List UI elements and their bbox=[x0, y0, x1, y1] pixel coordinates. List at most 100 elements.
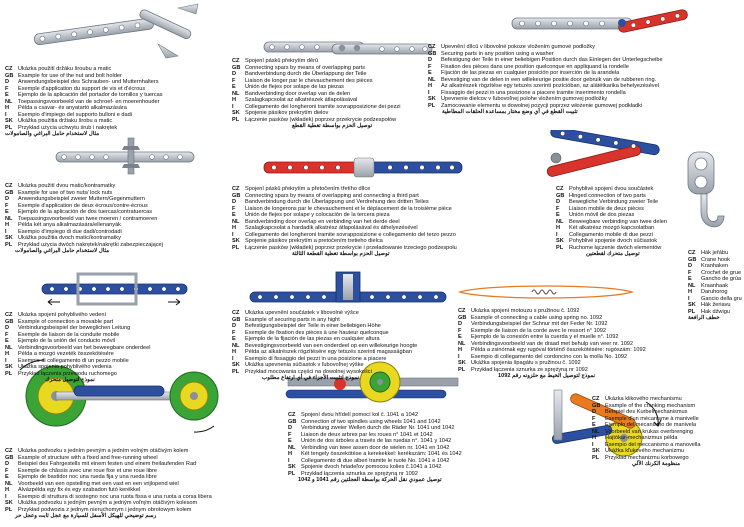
lang-code: SK bbox=[458, 360, 466, 367]
lang-code: PL bbox=[5, 506, 13, 513]
lang-code: SK bbox=[5, 235, 13, 242]
lang-code: F bbox=[232, 205, 236, 212]
arabic-caption: تثبيت القطع في أي وضع مختار بمساعدة الحل… bbox=[442, 109, 578, 116]
caption-line: Example for use of the nut and bolt hold… bbox=[18, 72, 122, 79]
lang-code: E bbox=[5, 474, 9, 481]
caption-line: Przykład mocowania części na dowolnej wy… bbox=[245, 368, 372, 375]
caption-line: Liaison de deux arbres par les roues n° … bbox=[301, 431, 433, 438]
lang-code: SK bbox=[5, 118, 13, 125]
caption-line: Gancho de grúa bbox=[701, 276, 742, 283]
lang-code: D bbox=[232, 71, 237, 78]
caption-line: Example for use of two nuts/ lock nuts bbox=[18, 189, 113, 196]
caption-line: Pohyblivé spojení dvou součástek bbox=[569, 186, 654, 192]
lang-code: GB bbox=[232, 192, 241, 199]
caption-line: Voorbeeld van krukas overbrenging bbox=[605, 428, 694, 435]
lang-code: CZ bbox=[5, 66, 13, 72]
caption-line: Esempio d'impiego di due dadi/controdadi bbox=[18, 228, 122, 235]
lang-code: SK bbox=[592, 448, 600, 455]
lang-code: PL bbox=[688, 308, 696, 315]
lang-code: PL bbox=[458, 366, 466, 373]
lang-code: CZ bbox=[232, 186, 240, 192]
caption-line: Beispiel des Fahrgestells mit einem fest… bbox=[18, 461, 197, 468]
lang-code: PL bbox=[5, 241, 13, 248]
lang-code: D bbox=[556, 199, 561, 206]
caption-line: Verbindingsvoorbeeld van de draad met be… bbox=[471, 340, 634, 347]
lang-code: NL bbox=[556, 218, 564, 225]
caption-line: Liaison de longerons par le chevauchemen… bbox=[245, 205, 452, 212]
caption-line: Collegamento dei longheroni tramite sovr… bbox=[245, 103, 401, 110]
caption-line: Zamocowanie elementu w dowolnej pozycji … bbox=[441, 102, 643, 109]
lang-code: NL bbox=[428, 76, 436, 83]
lang-code: NL bbox=[5, 344, 13, 351]
caption-line: Verbindingsvoorbeeld van het beweegbare … bbox=[18, 344, 151, 351]
caption-line: Przykład podwozia z jednym nieruchomym i… bbox=[18, 506, 192, 513]
crane-hook-illustration bbox=[687, 151, 725, 228]
caption-line: Unión de flejes por solape de las piezas bbox=[245, 84, 344, 91]
caption-line: Bevestigingsvoorbeeld van een onderdeel … bbox=[245, 342, 418, 349]
lang-code: E bbox=[428, 70, 432, 77]
caption-line: Unión de flejes por solape y colocación … bbox=[245, 212, 390, 219]
caption-line: Łączenie pasków (wkładek) poprzez przekr… bbox=[245, 244, 457, 251]
lang-code: E bbox=[232, 212, 236, 219]
caption-line: Connecting spars by means of overlapping… bbox=[245, 64, 366, 71]
caption-line: Ukážka použitia dvoch matic/kontramatky bbox=[18, 235, 121, 242]
lang-code: GB bbox=[5, 318, 14, 325]
lang-code: D bbox=[458, 321, 463, 328]
caption-line: Ukázka použití dvou matic/kontramatky bbox=[18, 183, 116, 189]
caption-line: Ruchome łączenie dwóch elementów bbox=[569, 244, 662, 251]
arabic-caption: مثال لاستخدام حامل البراغي والصامولات bbox=[15, 248, 110, 255]
lang-code: PL bbox=[5, 124, 13, 131]
lang-code: PL bbox=[232, 244, 240, 251]
caption-line: Hák žeriavu bbox=[701, 302, 731, 309]
caption-line: Exemple de liaison de la corde avec le r… bbox=[471, 327, 607, 334]
lang-code: D bbox=[5, 461, 10, 468]
caption-line: Hák jeřábu bbox=[701, 250, 729, 256]
lang-code: F bbox=[5, 202, 9, 209]
lang-code: CZ bbox=[458, 308, 466, 314]
lang-code: I bbox=[232, 103, 234, 110]
arabic-caption: توصيل عمودي نقل الحركة بواسطة العجلتين ر… bbox=[298, 477, 442, 484]
lang-code: I bbox=[688, 295, 690, 302]
lang-code: D bbox=[288, 425, 293, 432]
caption-line: Example of connecting a cable using spri… bbox=[471, 314, 603, 321]
hinged-connection-illustration bbox=[546, 130, 660, 177]
caption-line: Ukázka spojení motouzu s pružinou č. 109… bbox=[471, 308, 580, 314]
lang-code: CZ bbox=[428, 44, 436, 50]
lang-code: GB bbox=[5, 189, 14, 196]
arabic-caption: منظومة الكرنك الآلي bbox=[632, 461, 681, 468]
caption-line: Crane hook bbox=[701, 256, 730, 263]
caption-line: Bandverbindung durch die Überlappung der… bbox=[245, 71, 367, 78]
caption-line: Hak dźwigu bbox=[701, 308, 730, 315]
lang-code: NL bbox=[5, 98, 13, 105]
lang-code: SK bbox=[428, 96, 436, 103]
lang-code: CZ bbox=[556, 186, 564, 192]
lang-code: F bbox=[5, 331, 9, 338]
caption-line: Upevnenie dielcov v ľubovoľnej polohe vl… bbox=[441, 96, 608, 103]
lang-code: SK bbox=[232, 362, 240, 369]
caption-line: Ukážka spojenia špagátu s pružinou č. 10… bbox=[471, 360, 581, 367]
lang-code: H bbox=[5, 487, 10, 494]
arabic-caption: توصيل الحزم بواسطة تغطية القطعة الثالثة bbox=[292, 251, 390, 258]
caption-line: Liaison de longer par le chevauchement d… bbox=[245, 77, 373, 84]
lang-code: GB bbox=[592, 402, 601, 409]
caption-line: Pohyblivé spojenie dvoch súčiastok bbox=[569, 238, 657, 245]
lang-code: D bbox=[5, 325, 10, 332]
arabic-caption: خطف الرافعة bbox=[688, 315, 720, 322]
caption-line: Securing parts in any position using a w… bbox=[441, 50, 554, 57]
lang-code: CZ bbox=[592, 396, 600, 402]
lang-code: H bbox=[5, 105, 10, 112]
lang-code: CZ bbox=[232, 58, 240, 64]
caption-line: Esempio d'impiego del supporto bulloni e… bbox=[18, 111, 132, 118]
lang-code: GB bbox=[232, 316, 241, 323]
lang-code: F bbox=[288, 431, 292, 438]
caption-line: Példa az alkatrészek rögzítésére egy tet… bbox=[245, 349, 412, 356]
lang-code: I bbox=[232, 355, 234, 362]
lang-code: PL bbox=[5, 370, 13, 377]
caption-line: Example of securing parts in any hight bbox=[245, 316, 340, 323]
caption-line: Exemple de châssis avec une roue fixe et… bbox=[18, 467, 157, 474]
lang-code: GB bbox=[458, 314, 467, 321]
